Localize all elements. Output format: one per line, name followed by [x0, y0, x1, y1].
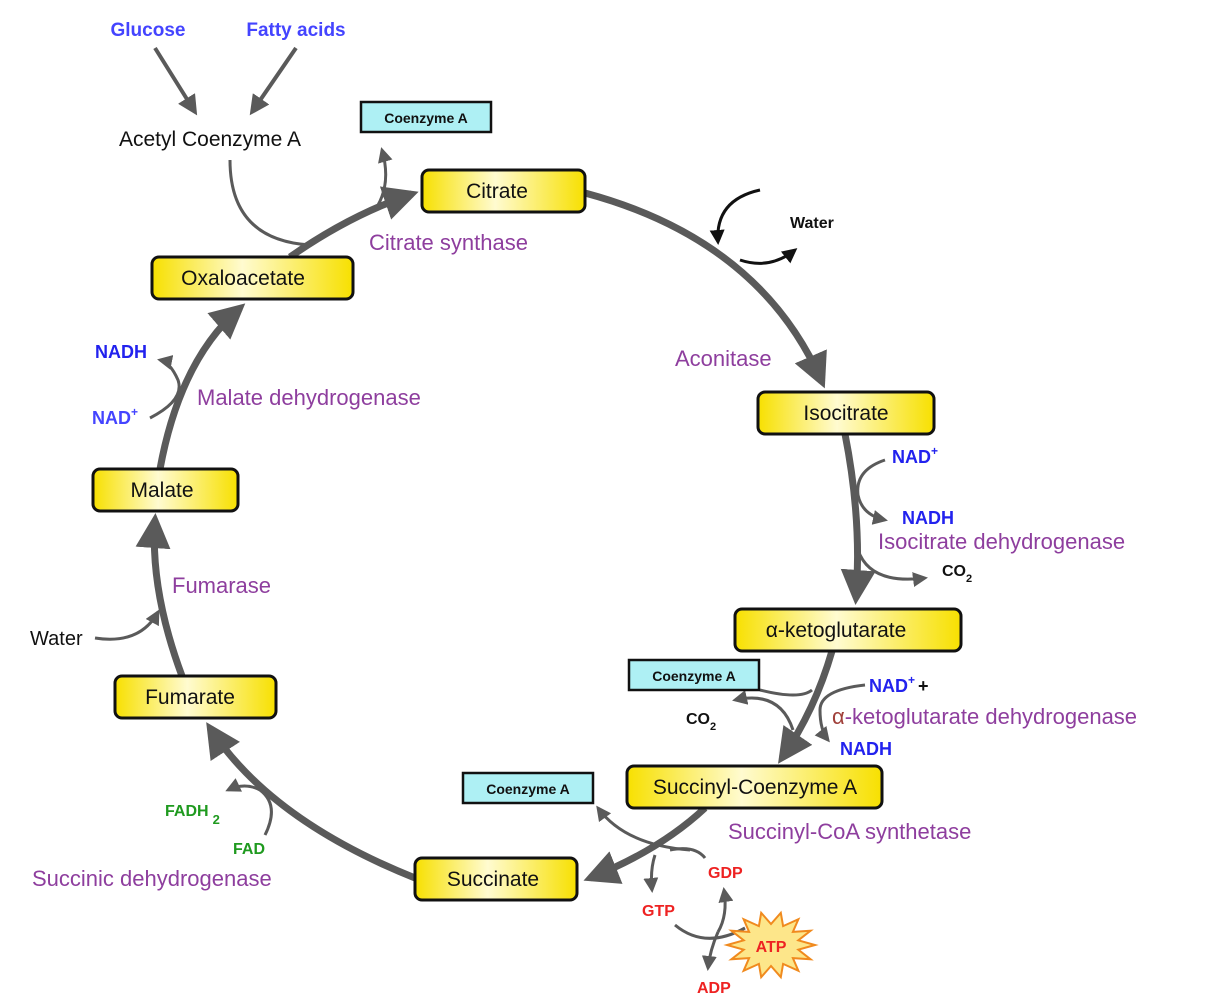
label: Oxaloacetate [181, 267, 305, 290]
arrow-succinate-fumarate [206, 722, 417, 882]
arrow-fatty-acids [249, 46, 298, 116]
arrow-malate-oxaloacetate [156, 303, 246, 470]
fatty-acids-label: Fatty acids [246, 20, 345, 41]
arrow-acetyl-coa-in [228, 159, 311, 247]
water-fumarase: Water [30, 628, 83, 650]
arrow-succinylcoa-succinate [583, 805, 708, 884]
label: Coenzyme A [384, 110, 468, 126]
enzyme-citrate-synthase: Citrate synthase [369, 230, 528, 255]
label: Isocitrate [803, 402, 888, 425]
label: Coenzyme A [486, 781, 570, 797]
metabolite-citrate: Citrate [420, 168, 587, 214]
nadh-isocitrate: NADH [902, 508, 954, 528]
arrow-nad-malate [149, 355, 181, 420]
fad-label: FAD [233, 841, 265, 858]
atp-label: ATP [756, 939, 787, 956]
gtp-label: GTP [642, 903, 675, 920]
metabolite-fumarate: Fumarate [113, 674, 278, 720]
nadh-malate: NADH [95, 342, 147, 362]
coenzyme-a-akg: Coenzyme A [627, 658, 761, 692]
metabolite-malate: Malate [91, 467, 240, 513]
label: Citrate [466, 180, 528, 203]
arrow-oxaloacetate-citrate [287, 186, 419, 260]
enzyme-succinic-dehydrogenase: Succinic dehydrogenase [32, 866, 272, 891]
arrow-water-fumarase [94, 609, 160, 641]
coenzyme-a-succinyl: Coenzyme A [461, 771, 595, 805]
metabolite-succinate: Succinate [413, 856, 579, 902]
cycle-arrows [135, 186, 876, 884]
arrow-coa-out [373, 147, 393, 211]
label: Succinyl-Coenzyme A [653, 776, 857, 799]
arrow-gdp-in [669, 847, 707, 859]
enzyme-fumarase: Fumarase [172, 573, 271, 598]
metabolite-oxaloacetate: Oxaloacetate [150, 255, 355, 301]
label: Malate [130, 479, 193, 502]
arrow-gtp-out [643, 854, 659, 893]
metabolite-alpha-ketoglutarate: α-ketoglutarate [733, 607, 963, 653]
nadh-akg: NADH [840, 739, 892, 759]
adp-label: ADP [697, 980, 731, 997]
nad-isocitrate: NAD+ [892, 444, 938, 467]
arrow-water-out [739, 248, 798, 265]
co2-akg: CO2 [686, 711, 716, 733]
enzyme-succinyl-coa-synthetase: Succinyl-CoA synthetase [728, 819, 971, 844]
water-aconitase: Water [790, 215, 834, 232]
arrow-gdp-regen [716, 887, 734, 933]
arrow-akg-succinylcoa [778, 650, 836, 764]
arrow-citrate-isocitrate [584, 189, 827, 389]
arrow-water-in [709, 188, 761, 245]
arrow-co2-isocitrate [856, 549, 928, 587]
atp-burst-icon [723, 910, 819, 980]
enzyme-akg-dehydrogenase: α-ketoglutarate dehydrogenase [832, 704, 1137, 729]
gdp-label: GDP [708, 865, 743, 882]
acetyl-coa-label: Acetyl Coenzyme A [119, 128, 301, 151]
arrow-fumarate-malate [135, 513, 186, 678]
label: α-ketoglutarate [766, 619, 907, 642]
enzyme-isocitrate-dehydrogenase: Isocitrate dehydrogenase [878, 529, 1125, 554]
glucose-label: Glucose [111, 20, 186, 41]
arrow-isocitrate-akg [840, 433, 876, 605]
coenzyme-a-top: Coenzyme A [359, 100, 493, 134]
arrow-glucose [153, 46, 198, 116]
enzyme-aconitase: Aconitase [675, 346, 772, 371]
arrow-nad-isocitrate [856, 458, 888, 525]
label: Coenzyme A [652, 668, 736, 684]
enzyme-malate-dehydrogenase: Malate dehydrogenase [197, 385, 421, 410]
arrow-co2-akg [732, 690, 795, 731]
arrow-coa-akg-in [759, 688, 813, 697]
co2-isocitrate: CO2 [942, 563, 972, 585]
label: Succinate [447, 868, 539, 891]
metabolite-isocitrate: Isocitrate [756, 390, 936, 436]
nad-akg: NAD++ [869, 673, 929, 696]
nad-malate: NAD+ [92, 405, 138, 428]
label: Fumarate [145, 686, 235, 709]
metabolite-succinyl-coa: Succinyl-Coenzyme A [625, 764, 884, 810]
arrow-nad-akg [814, 683, 866, 743]
arrow-fad [225, 778, 273, 836]
arrow-adp [701, 931, 720, 971]
